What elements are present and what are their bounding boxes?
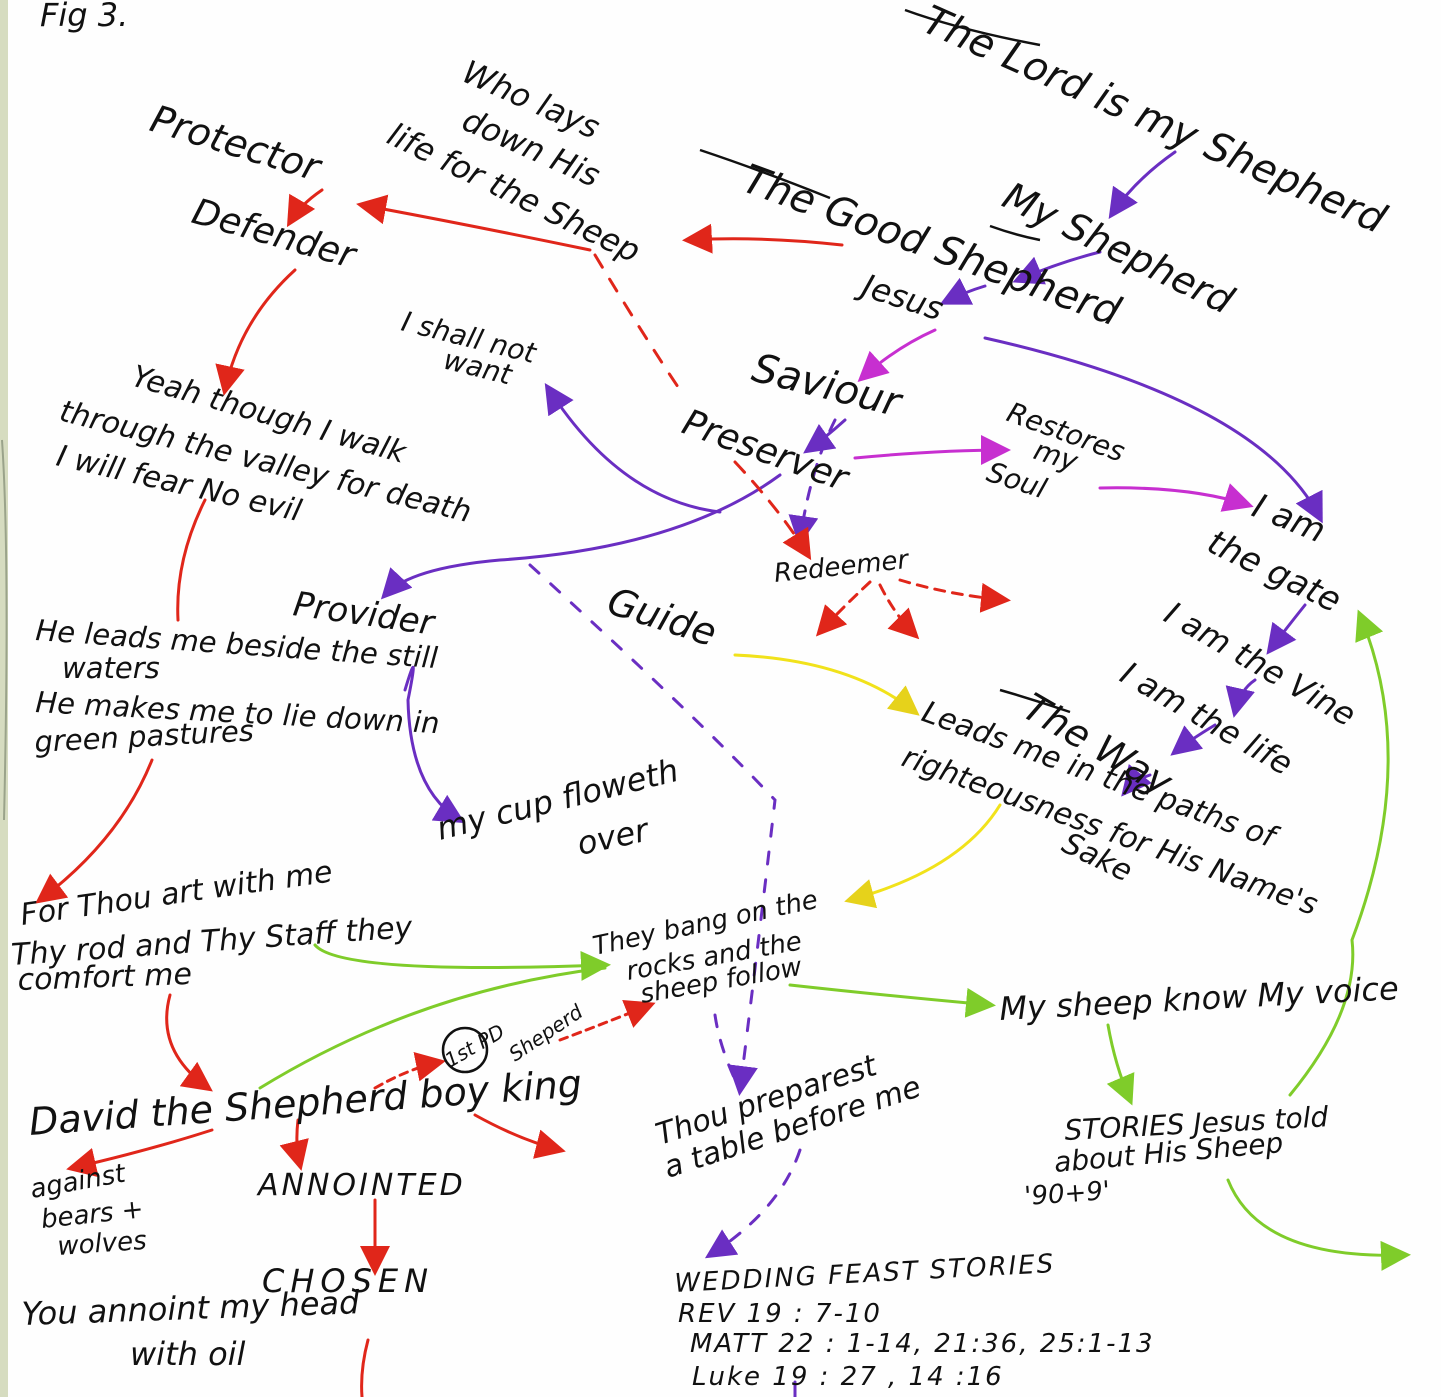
arrow-provider-to-cup	[403, 665, 466, 824]
dashed-preserver-to-redeemer-red	[733, 460, 812, 561]
dashed-lays-down-to-preserver	[593, 253, 682, 392]
node-labels: Fig 3. The Lord is my Shepherd My Shephe…	[10, 0, 1399, 1392]
node-anoint-1: You annoint my head	[21, 1283, 361, 1333]
arrow-gate-to-vine	[1266, 603, 1307, 655]
connectors	[35, 150, 1411, 1397]
node-first-2: Sheperd	[504, 999, 587, 1066]
arrow-my-shepherd-to-good-shepherd	[1012, 250, 1102, 285]
arrow-know-voice-to-stories	[1106, 1023, 1135, 1106]
node-anoint-2: with oil	[130, 1335, 246, 1373]
dashed-valley-to-table	[528, 563, 777, 1096]
arrow-preserver-to-provider	[380, 473, 782, 600]
node-title: The Lord is my Shepherd	[916, 0, 1393, 243]
dashed-redeemer-right	[898, 578, 1011, 613]
dashed-david-to-first	[373, 1052, 446, 1090]
arrow-defender-to-yea	[215, 268, 297, 396]
arrow-staff-to-bang	[313, 943, 611, 981]
node-stories-3: '90+9'	[1023, 1176, 1111, 1212]
paper-sheet	[8, 0, 1441, 1397]
node-wedding-4: Luke 19 : 27 , 14 :16	[692, 1362, 1004, 1392]
node-wedding-2: REV 19 : 7-10	[678, 1299, 882, 1329]
node-david: David the Shepherd boy king	[28, 1061, 584, 1144]
arrow-comfort-to-david	[165, 993, 213, 1092]
arrow-jesus-to-gate	[983, 336, 1323, 524]
node-saviour: Saviour	[748, 345, 908, 427]
line-david-to-bang	[258, 966, 607, 1090]
node-jesus: Jesus	[852, 265, 948, 329]
dashed-redeemer-down	[878, 583, 920, 640]
arrow-preserver-to-restores	[853, 435, 1011, 466]
line-yea-to-leads	[176, 498, 207, 622]
arrow-vine-to-life	[1225, 678, 1257, 718]
arrow-life-to-way	[1170, 723, 1217, 756]
node-protector: Protector	[145, 97, 327, 191]
arrow-good-shepherd-to-lays-down	[682, 223, 844, 254]
arrow-pastures-to-thou-art	[35, 758, 154, 904]
node-bears-3: wolves	[56, 1226, 147, 1262]
node-defender: Defender	[188, 191, 362, 277]
node-thou-art-3: comfort me	[17, 957, 192, 998]
dashed-table-to-wedding	[704, 1148, 802, 1259]
node-annointed: ANNOINTED	[256, 1168, 466, 1203]
node-wedding-1: WEDDING FEAST STORIES	[674, 1249, 1056, 1299]
node-redeemer: Redeemer	[773, 545, 912, 589]
arrow-stories-to-gate	[1288, 609, 1390, 1097]
node-wedding-3: MATT 22 : 1-14, 21:36, 25:1-13	[690, 1329, 1155, 1359]
arrow-title-to-my-shepherd	[1108, 150, 1177, 219]
arrow-saviour-to-preserver	[803, 418, 847, 454]
node-leads-2: waters	[62, 651, 160, 685]
arrow-guide-to-paths	[733, 653, 920, 716]
first-circle	[441, 1026, 489, 1074]
arrow-lays-down-to-protector	[356, 194, 592, 252]
arrow-david-to-annointed	[279, 1118, 309, 1171]
ink-underlines	[699, 8, 1071, 714]
node-first-1: 1st PD	[441, 1019, 509, 1072]
dashed-bang-to-table	[713, 1013, 742, 1092]
node-guide: Guide	[602, 579, 722, 655]
arrow-way-to-paths	[1121, 763, 1152, 797]
arrow-follow-to-know-voice	[788, 983, 996, 1018]
line-anoint-down	[360, 1338, 370, 1397]
arrow-king-to-right	[473, 1113, 566, 1159]
arrow-to-jesus	[939, 277, 987, 305]
dashed-redeemer-left	[815, 580, 872, 637]
node-chosen: CHOSEN	[262, 1262, 434, 1300]
node-gate-2: the gate	[1201, 522, 1347, 621]
arrow-preserver-to-shall-not-want	[544, 382, 722, 514]
arrow-paths-to-bang	[844, 803, 1002, 909]
page-edge-curve	[1, 439, 8, 821]
dashed-preserver-to-redeemer	[788, 418, 837, 546]
figure-label: Fig 3.	[40, 0, 128, 34]
dashed-first-to-sheep	[558, 999, 656, 1042]
arrow-stories-down-right	[1226, 1178, 1411, 1271]
arrow-restores-to-gate	[1098, 483, 1254, 512]
node-cup-2: over	[574, 810, 654, 862]
arrow-david-to-bears	[66, 1128, 214, 1178]
arrow-jesus-to-saviour	[857, 328, 937, 383]
arrow-protector-to-defender	[286, 188, 324, 228]
